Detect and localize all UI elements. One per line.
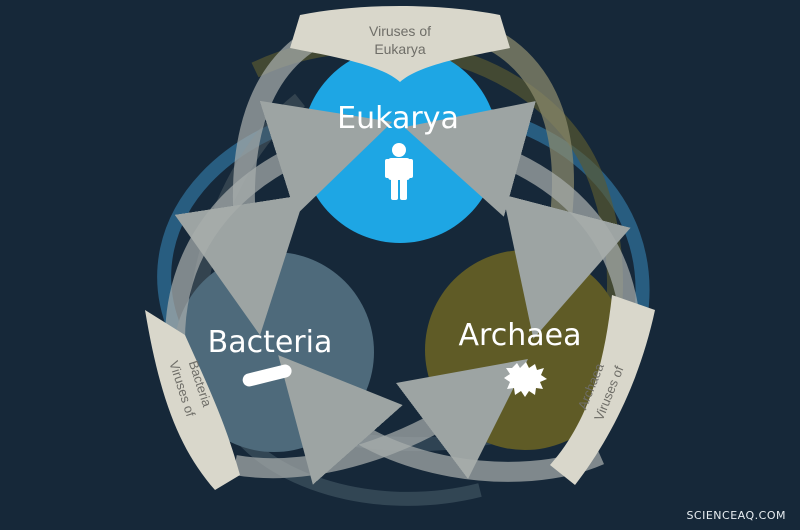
banner-viruses-of-bacteria: Viruses of Bacteria — [145, 310, 240, 490]
arrow-archaea-virus-to-eukarya — [404, 101, 640, 322]
banner-eukarya-line1: Viruses of — [369, 23, 431, 39]
watermark-text: SCIENCEAQ.COM — [686, 509, 786, 522]
arrow-bacteria-virus-to-eukarya — [165, 100, 393, 341]
banner-viruses-of-archaea: Viruses of Archaea — [550, 295, 655, 485]
spiky-archaeon-icon — [504, 362, 547, 397]
banner-viruses-of-eukarya: Viruses of Eukarya — [290, 6, 510, 82]
human-figure-icon — [385, 143, 413, 200]
eukarya-label: Eukarya — [337, 101, 459, 136]
banner-eukarya-line2: Eukarya — [374, 41, 426, 57]
bacteria-label: Bacteria — [208, 325, 333, 360]
archaea-label: Archaea — [459, 318, 582, 353]
rod-bacterium-icon — [242, 364, 292, 387]
